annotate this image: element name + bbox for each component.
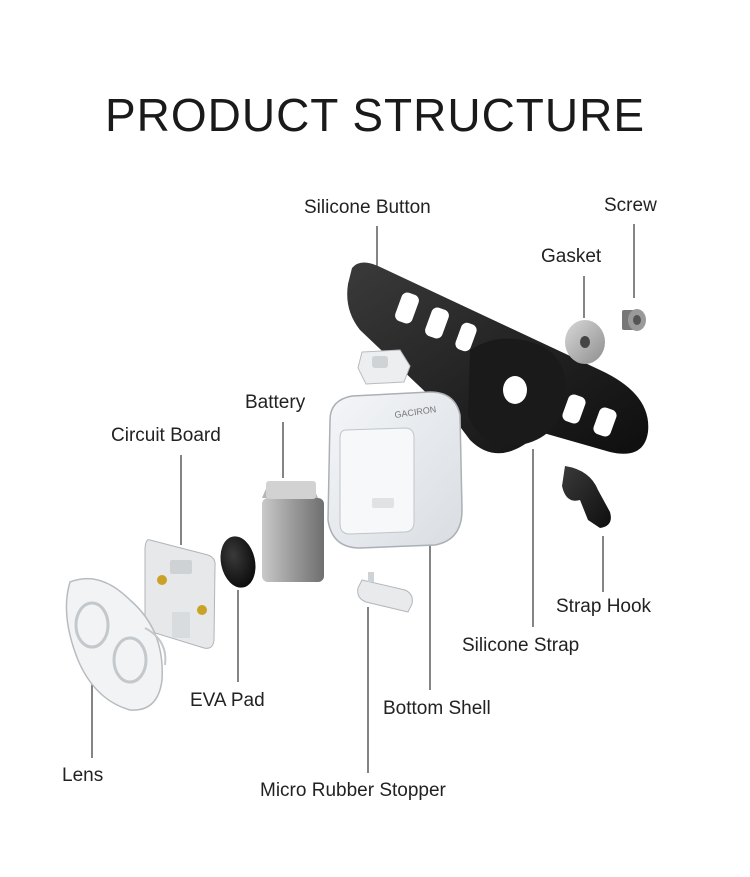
gasket [565,320,605,364]
label-silicone-button: Silicone Button [304,197,431,218]
eva-pad [220,536,256,588]
silicone-strap [347,262,649,454]
battery [262,481,324,582]
strap-hook [562,466,611,528]
lens [65,577,167,711]
bottom-shell: GACIRON [327,391,463,549]
screw [622,309,646,331]
label-eva-pad: EVA Pad [190,690,265,711]
label-lens: Lens [62,765,104,786]
label-circuit-board: Circuit Board [111,425,221,446]
circuit-board [144,539,216,649]
leader-lines [91,224,635,773]
label-screw: Screw [604,195,657,216]
page-title: PRODUCT STRUCTURE [104,89,646,141]
label-battery: Battery [245,392,306,413]
label-bottom-shell: Bottom Shell [383,698,491,719]
label-micro-rubber-stopper: Micro Rubber Stopper [260,780,446,801]
micro-rubber-stopper [357,572,413,613]
label-strap-hook: Strap Hook [556,596,652,617]
silicone-button [357,349,411,385]
label-gasket: Gasket [541,246,602,267]
label-silicone-strap: Silicone Strap [462,635,580,656]
